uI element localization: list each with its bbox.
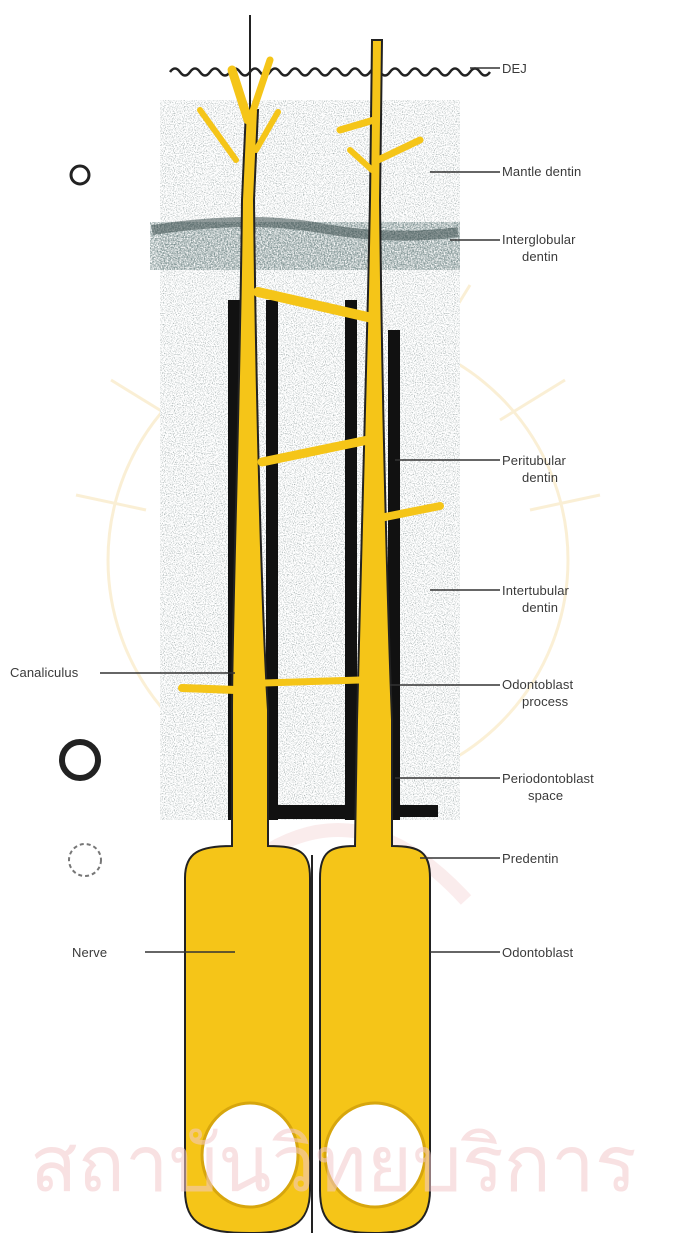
label-peritubular-dentin: Peritubular dentin [502,452,566,486]
label-interglobular-dentin: Interglobular dentin [502,231,576,265]
label-canaliculus: Canaliculus [10,664,78,681]
artifact-marks [62,166,101,876]
label-intertubular-dentin: Intertubular dentin [502,582,569,616]
label-nerve: Nerve [72,944,107,961]
label-periodontoblast-space: Periodontoblast space [502,770,594,804]
label-odontoblast: Odontoblast [502,944,573,961]
dej-line [170,69,490,76]
label-odontoblast-process: Odontoblast process [502,676,573,710]
label-mantle-dentin: Mantle dentin [502,163,581,180]
label-predentin: Predentin [502,850,559,867]
label-dej: DEJ [502,60,527,77]
